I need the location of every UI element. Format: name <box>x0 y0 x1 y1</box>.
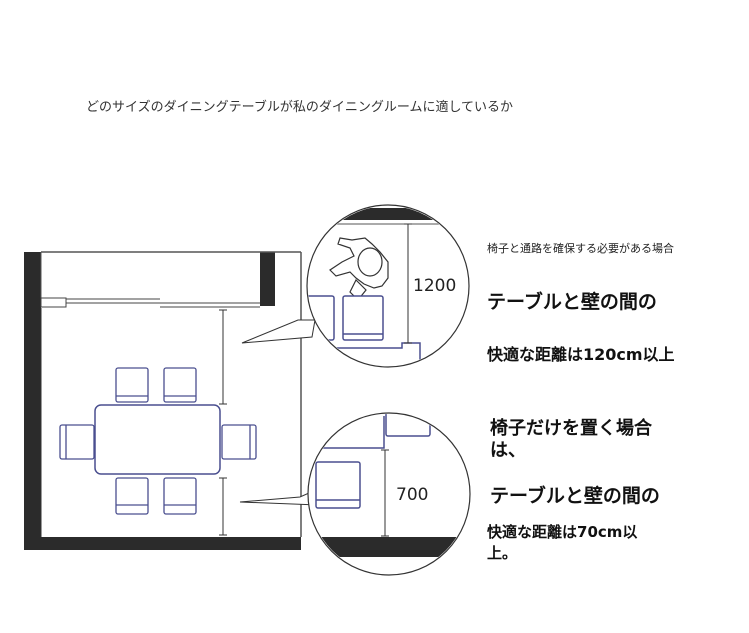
callout-bottom: 700 <box>239 412 471 576</box>
sliding-window <box>40 297 260 308</box>
top-right-pillar <box>260 252 275 306</box>
callout-bottom-subheading-line1: 椅子だけを置く場合 <box>490 418 652 439</box>
person-icon <box>329 237 389 301</box>
left-wall <box>24 252 41 550</box>
callout-top-caption: 椅子と通路を確保する必要がある場合 <box>487 242 674 255</box>
chair-left <box>59 424 95 460</box>
room-plan <box>24 251 302 550</box>
chair-bottom-left <box>115 477 149 515</box>
callout-bottom-subheading-line2: は、 <box>490 440 526 461</box>
callout-bottom-body-line2: 上。 <box>487 544 518 562</box>
dimension-line-top <box>219 309 227 405</box>
bottom-wall <box>24 537 301 550</box>
callout-bottom-body: 快適な距離は70cm以 上。 <box>487 522 637 564</box>
dimension-line-bottom <box>219 477 227 536</box>
page-title: どのサイズのダイニングテーブルが私のダイニングルームに適しているか <box>86 100 514 115</box>
dimension-label-700: 700 <box>396 485 428 505</box>
dining-table <box>94 404 221 475</box>
callout-bottom-heading: テーブルと壁の間の <box>490 485 660 507</box>
chair-bottom-right <box>163 477 197 515</box>
chair-right <box>221 424 257 460</box>
callout-top-heading: テーブルと壁の間の <box>487 291 657 313</box>
callout-top-body: 快適な距離は120cm以上 <box>487 345 675 364</box>
chair-top-right <box>163 367 197 403</box>
callout-top: 1200 <box>241 204 470 368</box>
chair-top-left <box>115 367 149 403</box>
dimension-label-1200: 1200 <box>413 276 456 296</box>
callout-bottom-body-line1: 快適な距離は70cm以 <box>487 523 638 541</box>
callout-bottom-subheading: 椅子だけを置く場合 は、 <box>490 418 652 462</box>
